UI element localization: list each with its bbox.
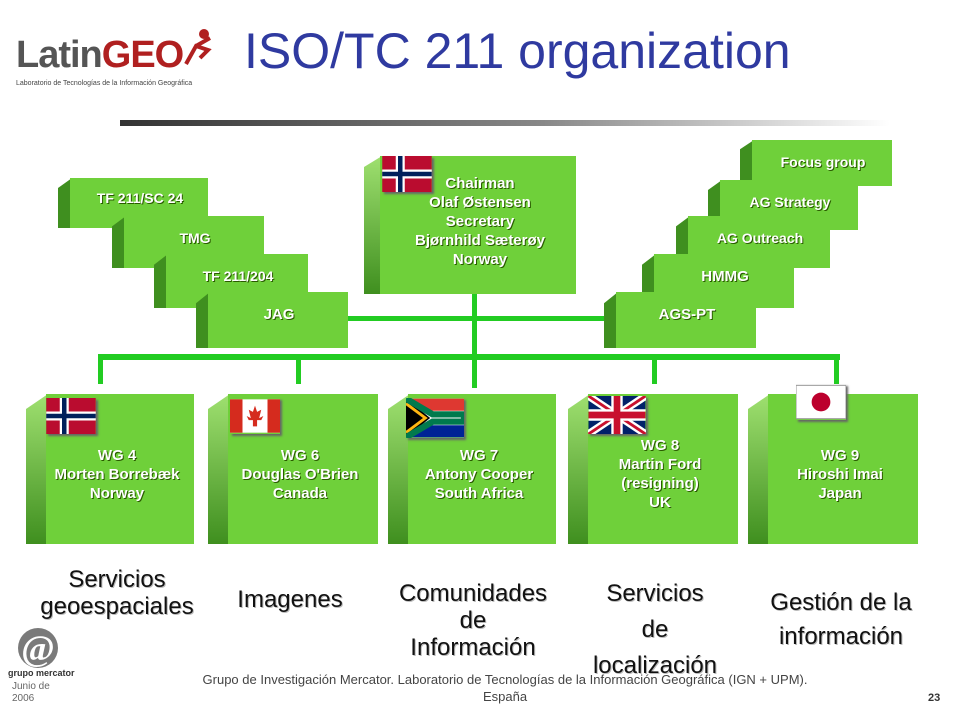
connector-drop-wg6 [296, 354, 301, 384]
at-globe-icon: @ [18, 628, 58, 668]
mercator-logo-text: grupo mercator [8, 668, 75, 678]
right-stack-label: Focus group [780, 154, 866, 170]
south-africa-flag-icon [406, 398, 464, 438]
connector-vertical-main [472, 290, 477, 388]
connector-drop-wg8 [652, 354, 657, 384]
title-rule [120, 120, 890, 126]
right-stack-label: AG Strategy [749, 194, 831, 210]
latingeo-logo-sub: Laboratorio de Tecnologías de la Informa… [16, 80, 193, 87]
connector-drop-wg4 [98, 354, 103, 384]
svg-text:@: @ [21, 628, 55, 668]
footer-text: Grupo de Investigación Mercator. Laborat… [202, 672, 808, 704]
right-stack-item-ags-pt[interactable]: AGS-PT [604, 292, 756, 348]
latingeo-logo: LatinGEO Laboratorio de Tecnologías de l… [12, 26, 212, 92]
canada-flag-icon [230, 399, 280, 433]
wg6-caption: Imagenes [237, 586, 343, 613]
left-stack-label: JAG [263, 306, 295, 323]
left-stack-label: TF 211/204 [202, 268, 274, 284]
latingeo-logo-word: LatinGEO [16, 34, 184, 76]
page-number: 23 [928, 692, 941, 704]
connector-horizontal-top [300, 316, 660, 321]
left-stack-item-jag[interactable]: JAG [196, 292, 348, 348]
mercator-logo: @ grupo mercator [8, 624, 78, 682]
connector-horizontal-wg [98, 354, 840, 360]
norway-flag-icon [46, 398, 96, 434]
right-stack-item-focus-group[interactable]: Focus group [740, 140, 892, 186]
norway-flag-icon [382, 156, 432, 192]
right-stack-label: AGS-PT [658, 306, 716, 323]
japan-flag-icon [796, 384, 846, 420]
uk-flag-icon [588, 396, 646, 434]
left-stack-label: TMG [179, 230, 211, 246]
right-stack-label: AG Outreach [716, 230, 804, 246]
left-stack-label: TF 211/SC 24 [96, 190, 184, 206]
right-stack-label: HMMG [701, 268, 749, 285]
runner-icon [184, 29, 212, 65]
connector-drop-wg9 [834, 354, 839, 384]
page-title: ISO/TC 211 organization [244, 23, 791, 79]
